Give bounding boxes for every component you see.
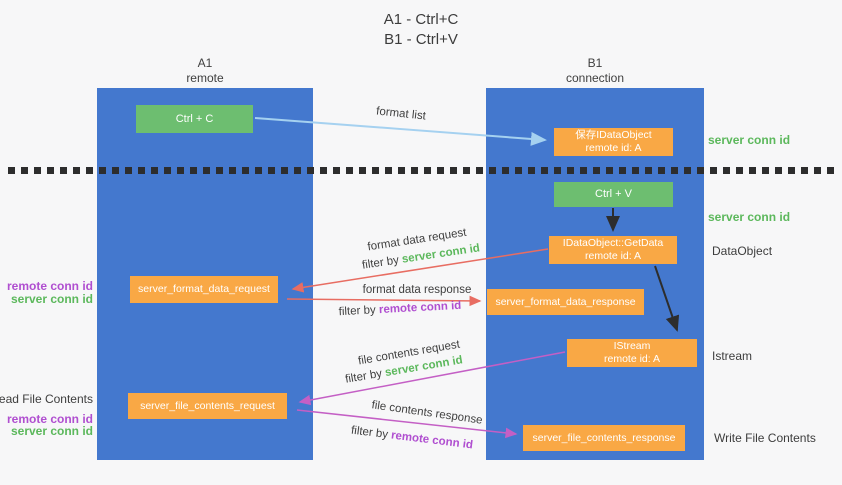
label-istream: Istream xyxy=(712,349,753,363)
node-ctrl-c-label: Ctrl + C xyxy=(175,112,214,125)
flow-label-format-data-response: format data response xyxy=(362,284,472,296)
flow-label-format-list: format list xyxy=(375,105,427,123)
column-b1-name: B1 xyxy=(587,56,603,70)
node-server-file-contents-request-label: server_file_contents_request xyxy=(140,399,275,412)
node-ctrl-v-label: Ctrl + V xyxy=(595,188,632,200)
node-idataobject-getdata-line2: remote id: A xyxy=(584,250,642,262)
label-server-conn-id-left-2: server conn id xyxy=(10,424,93,438)
title-line-1: A1 - Ctrl+C xyxy=(383,11,459,28)
label-remote-conn-id-left-2: remote conn id xyxy=(6,412,93,426)
dashed-separator-line xyxy=(8,167,836,174)
label-server-conn-id-top: server conn id xyxy=(708,133,791,147)
label-dataobject: DataObject xyxy=(712,244,773,258)
node-istream: IStream remote id: A xyxy=(567,339,697,367)
title-line-2: B1 - Ctrl+V xyxy=(384,31,458,48)
node-ctrl-c: Ctrl + C xyxy=(136,105,253,133)
node-server-file-contents-response: server_file_contents_response xyxy=(523,425,685,451)
flow-label-format-data-response-filter: filter by remote conn id xyxy=(338,300,461,318)
flow-label-file-contents-response-filter: filter by remote conn id xyxy=(350,425,473,452)
node-save-idataobject-line1: 保存IDataObject xyxy=(575,129,652,141)
node-server-format-data-request-label: server_format_data_request xyxy=(138,283,270,295)
column-b1-role: connection xyxy=(565,71,625,85)
filter-key-remote-conn-id: remote conn id xyxy=(390,429,474,452)
node-server-file-contents-request: server_file_contents_request xyxy=(128,393,287,419)
node-server-format-data-response-label: server_format_data_response xyxy=(495,295,636,308)
label-server-conn-id-left-1: server conn id xyxy=(10,292,93,306)
node-ctrl-v: Ctrl + V xyxy=(554,182,673,207)
flow-label-file-contents-response: file contents response xyxy=(370,399,484,427)
diagram-title: A1 - Ctrl+C B1 - Ctrl+V xyxy=(0,10,842,50)
node-save-idataobject: 保存IDataObject remote id: A xyxy=(554,128,673,156)
label-read-file-contents: Read File Contents xyxy=(0,392,93,406)
column-header-b1: B1 connection xyxy=(486,56,704,86)
node-istream-line2: remote id: A xyxy=(603,353,661,365)
node-istream-line1: IStream xyxy=(613,340,651,352)
node-idataobject-getdata-line1: IDataObject::GetData xyxy=(562,237,664,249)
filter-by-text: filter by xyxy=(350,424,392,442)
filter-by-text: filter by xyxy=(338,304,380,319)
column-a1-name: A1 xyxy=(197,56,213,70)
filter-by-text: filter by xyxy=(361,253,403,272)
filter-key-remote-conn-id: remote conn id xyxy=(378,299,462,317)
node-idataobject-getdata: IDataObject::GetData remote id: A xyxy=(549,236,677,264)
node-server-file-contents-response-label: server_file_contents_response xyxy=(532,431,676,444)
column-header-a1: A1 remote xyxy=(97,56,313,86)
node-save-idataobject-line2: remote id: A xyxy=(585,142,642,154)
node-server-format-data-request: server_format_data_request xyxy=(130,276,278,303)
node-server-format-data-response: server_format_data_response xyxy=(487,289,644,315)
column-a1-role: remote xyxy=(186,71,224,85)
label-server-conn-id-mid: server conn id xyxy=(708,210,791,224)
label-remote-conn-id-left-1: remote conn id xyxy=(6,279,93,293)
filter-by-text: filter by xyxy=(344,367,387,386)
label-write-file-contents: Write File Contents xyxy=(714,431,816,445)
